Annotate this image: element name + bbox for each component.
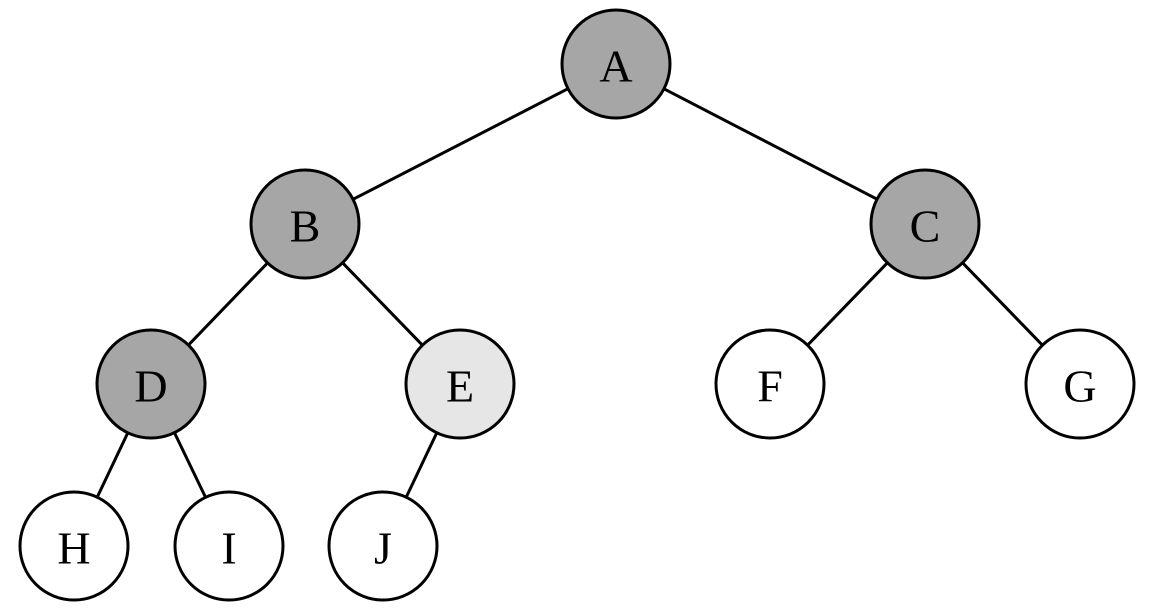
node-circle bbox=[560, 8, 672, 120]
node-label: I bbox=[221, 523, 236, 574]
node-circle bbox=[18, 490, 130, 602]
node-circle bbox=[327, 490, 439, 602]
node-label: D bbox=[134, 361, 167, 412]
node-circle bbox=[173, 490, 285, 602]
node-label: H bbox=[57, 523, 90, 574]
edge-c-g bbox=[961, 261, 1044, 347]
tree-node-b: B bbox=[249, 168, 361, 280]
node-circle bbox=[1024, 328, 1136, 440]
edge-c-f bbox=[806, 261, 889, 347]
edges-layer bbox=[95, 87, 1044, 498]
tree-node-a: A bbox=[560, 8, 672, 120]
node-circle bbox=[404, 328, 516, 440]
tree-node-d: D bbox=[95, 328, 207, 440]
edge-a-b bbox=[352, 87, 569, 201]
node-circle bbox=[249, 168, 361, 280]
node-label: F bbox=[757, 361, 783, 412]
node-label: B bbox=[290, 201, 321, 252]
tree-node-i: I bbox=[173, 490, 285, 602]
edge-b-d bbox=[187, 261, 269, 347]
nodes-layer: A B C D E F G H I J bbox=[18, 8, 1136, 602]
node-label: A bbox=[599, 41, 632, 92]
node-label: C bbox=[910, 201, 941, 252]
node-label: E bbox=[446, 361, 474, 412]
edge-a-c bbox=[663, 87, 878, 201]
node-circle bbox=[714, 328, 826, 440]
node-label: J bbox=[374, 523, 392, 574]
edge-e-j bbox=[404, 432, 439, 498]
edge-d-h bbox=[95, 432, 130, 498]
node-circle bbox=[95, 328, 207, 440]
tree-node-j: J bbox=[327, 490, 439, 602]
edge-d-i bbox=[173, 432, 207, 498]
tree-node-h: H bbox=[18, 490, 130, 602]
node-label: G bbox=[1063, 361, 1096, 412]
tree-node-c: C bbox=[869, 168, 981, 280]
edge-b-e bbox=[341, 261, 424, 347]
tree-node-g: G bbox=[1024, 328, 1136, 440]
tree-node-e: E bbox=[404, 328, 516, 440]
tree-node-f: F bbox=[714, 328, 826, 440]
node-circle bbox=[869, 168, 981, 280]
